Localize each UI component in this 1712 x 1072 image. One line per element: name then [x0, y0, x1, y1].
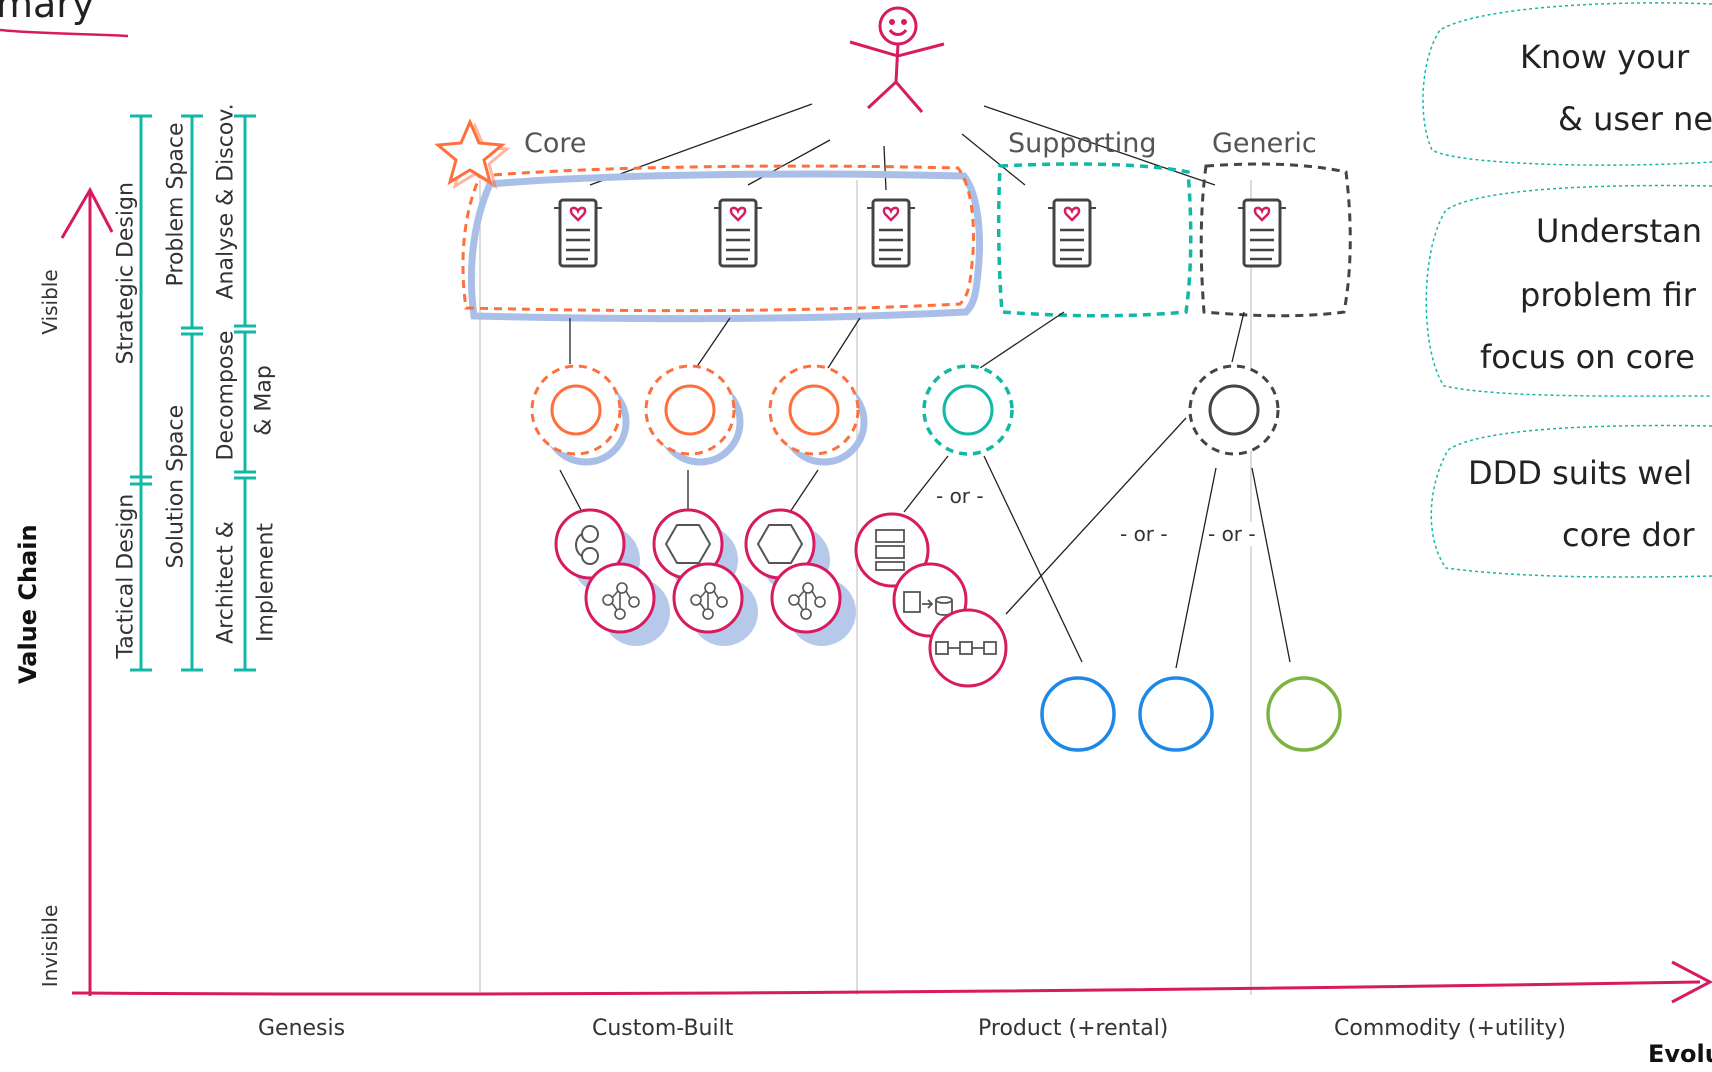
note-1-line-2: & user ne: [1558, 100, 1712, 138]
y-axis-bottom-label: Invisible: [38, 904, 62, 988]
value-chain-axis: [87, 189, 93, 997]
aggregate-icon: [575, 525, 599, 565]
star-icon: [434, 118, 506, 186]
note-cloud: [1422, 2, 1712, 166]
note-2-line-2: problem fir: [1520, 276, 1696, 314]
note-cloud: [1425, 184, 1712, 397]
document-heart-icon: [1046, 198, 1098, 268]
span-analyse: Analyse & Discov.: [213, 103, 239, 300]
evolution-axis: [71, 980, 1701, 996]
generic-bounded-context: [1188, 364, 1280, 456]
stage-genesis: Genesis: [258, 1016, 346, 1041]
pipeline-icon: [935, 641, 997, 655]
table-icon: [875, 529, 905, 571]
generic-label: Generic: [1212, 128, 1317, 159]
commodity-component: [1266, 676, 1342, 752]
title-underline: [0, 28, 129, 38]
document-heart-icon: [552, 198, 604, 268]
note-3-line-1: DDD suits wel: [1468, 454, 1693, 492]
span-bars: [130, 114, 256, 672]
note-3-line-2: core dor: [1562, 516, 1695, 554]
evolution-arrow-icon: [1671, 960, 1712, 1004]
product-component: [1040, 676, 1116, 752]
note-1-line-1: Know your: [1520, 38, 1690, 76]
document-heart-icon: [712, 198, 764, 268]
span-solution-space: Solution Space: [163, 404, 189, 569]
core-label: Core: [524, 128, 587, 159]
core-subdomain-group: [461, 164, 975, 313]
core-shadow: [467, 170, 983, 323]
supporting-subdomain-group: [996, 162, 1193, 318]
or-label: - or -: [1206, 522, 1258, 546]
document-heart-icon: [865, 198, 917, 268]
span-tactical-design: Tactical Design: [113, 493, 139, 659]
span-architect: Architect &: [213, 521, 239, 644]
or-label: - or -: [1118, 522, 1170, 546]
supporting-implementation-patterns: [854, 512, 1008, 688]
y-axis-title: Value Chain: [14, 524, 42, 684]
user-need-lines: [589, 103, 1216, 191]
stage-custom-built: Custom-Built: [592, 1016, 734, 1041]
user-stick-figure-icon: [849, 6, 945, 113]
x-axis-title: Evolu: [1648, 1040, 1712, 1068]
span-decompose-map: & Map: [251, 365, 277, 436]
document-heart-icon: [1236, 198, 1288, 268]
span-implement: Implement: [253, 522, 279, 643]
stage-commodity: Commodity (+utility): [1334, 1016, 1567, 1041]
doc-context-links: [569, 311, 1245, 369]
product-component: [1138, 676, 1214, 752]
value-chain-arrow-icon: [60, 186, 114, 239]
context-impl-links: [559, 417, 1291, 669]
y-axis-top-label: Visible: [38, 269, 62, 335]
core-implementation-patterns: [554, 508, 856, 646]
note-cloud: [1430, 424, 1712, 578]
page-title: mary: [0, 0, 95, 26]
or-label: - or -: [934, 484, 986, 508]
note-2-line-3: focus on core: [1480, 338, 1695, 376]
supporting-label: Supporting: [1008, 128, 1157, 159]
span-decompose: Decompose: [213, 330, 239, 461]
span-strategic-design: Strategic Design: [113, 182, 139, 365]
generic-subdomain-group: [1199, 162, 1352, 318]
span-problem-space: Problem Space: [163, 122, 189, 287]
stage-product: Product (+rental): [978, 1016, 1169, 1041]
supporting-bounded-context: [922, 364, 1014, 456]
core-bounded-context-group: [530, 364, 868, 466]
note-2-line-1: Understan: [1536, 212, 1702, 250]
